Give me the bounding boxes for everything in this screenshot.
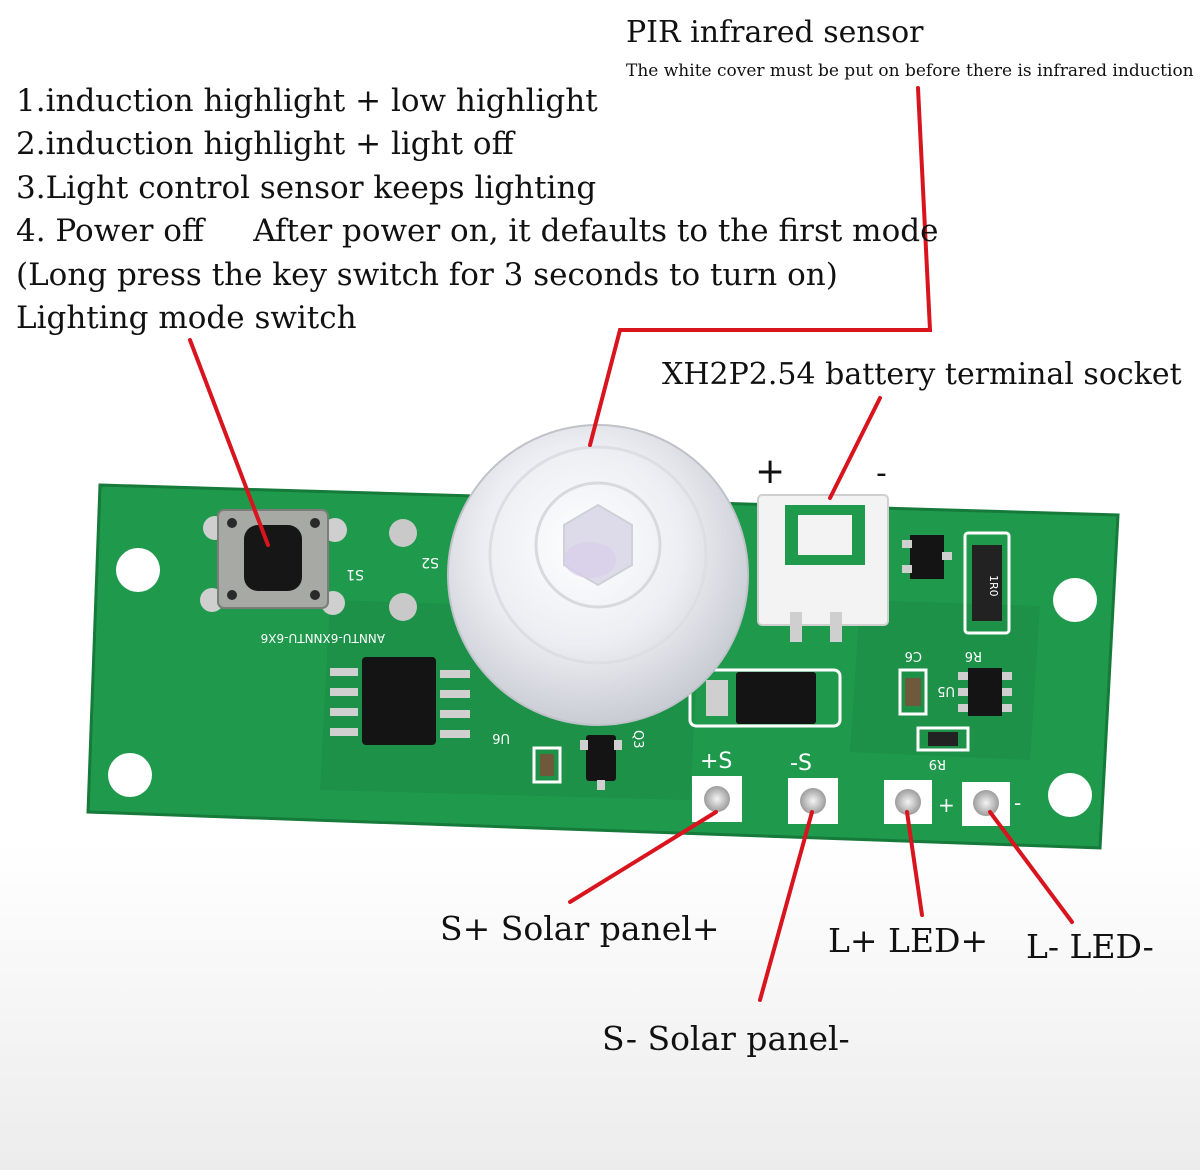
power-mosfet — [688, 668, 842, 728]
mounting-hole — [116, 548, 160, 592]
battery-socket-label: XH2P2.54 battery terminal socket — [662, 357, 1182, 392]
pir-title: PIR infrared sensor — [626, 15, 924, 50]
silk-s1: S1 — [346, 566, 364, 582]
via — [389, 593, 417, 621]
mounting-hole — [1048, 773, 1092, 817]
switch-button — [244, 525, 302, 591]
mode-note: (Long press the key switch for 3 seconds… — [16, 257, 838, 293]
capacitor-c6 — [898, 668, 928, 716]
sot23-component — [902, 535, 952, 579]
silk-s2: S2 — [421, 554, 439, 570]
battery-minus-mark: - — [876, 456, 887, 491]
leader-pir — [588, 86, 933, 447]
svg-text:1R0: 1R0 — [987, 575, 1000, 597]
leader-battery — [828, 396, 882, 500]
transistor-q3 — [580, 735, 622, 790]
mounting-hole — [1053, 578, 1097, 622]
pcb-trace-shading — [850, 600, 1040, 760]
pad-s-minus-hole — [800, 788, 826, 814]
silk-q3: Q3 — [630, 730, 645, 749]
capacitor-c6-body — [905, 678, 921, 706]
mode-3: 3.Light control sensor keeps lighting — [16, 170, 597, 206]
sot23-6-component — [958, 668, 1012, 716]
resistor-r9 — [916, 726, 970, 752]
silk-pad-l-minus: - — [1014, 791, 1021, 815]
silk-u5: U5 — [937, 683, 955, 698]
s-minus-label: S- Solar panel- — [602, 1019, 850, 1058]
silk-pad-s-plus: +S — [700, 749, 732, 774]
silk-r9: R9 — [929, 756, 946, 771]
pad-l-minus-hole — [973, 790, 999, 816]
l-minus-label: L- LED- — [1026, 927, 1154, 966]
pad-s-plus-hole — [704, 786, 730, 812]
leader-l-minus — [988, 810, 1074, 924]
leader-s-minus — [758, 810, 814, 1002]
leader-l-plus — [905, 810, 924, 917]
switch-label: Lighting mode switch — [16, 300, 357, 336]
leader-s-plus — [568, 810, 718, 904]
tactile-switch — [200, 509, 347, 615]
l-plus-label: L+ LED+ — [828, 921, 989, 960]
silk-pad-l-plus: + — [938, 793, 955, 817]
pir-dome — [447, 424, 749, 726]
pir-note: The white cover must be put on before th… — [626, 61, 1194, 81]
battery-plus-mark: + — [755, 451, 785, 492]
silk-u6: U6 — [492, 730, 510, 745]
resistor-r9-body — [928, 732, 958, 746]
mode-4: 4. Power off After power on, it defaults… — [16, 213, 939, 249]
s-plus-label: S+ Solar panel+ — [440, 909, 720, 948]
pad-l-plus-hole — [895, 789, 921, 815]
mode-2: 2.induction highlight + light off — [16, 126, 514, 162]
silk-pad-s-minus: -S — [790, 751, 812, 776]
mounting-hole — [108, 753, 152, 797]
resistor-1r0: 1R0 — [963, 531, 1011, 635]
via — [389, 519, 417, 547]
silk-r6: R6 — [965, 648, 982, 663]
soic8-chip — [330, 657, 470, 745]
silk-c6: C6 — [905, 648, 922, 663]
mode-1: 1.induction highlight + low highlight — [16, 83, 598, 119]
battery-connector — [757, 494, 889, 642]
capacitor — [532, 746, 562, 784]
capacitor-body — [540, 754, 554, 776]
leader-switch — [188, 338, 270, 547]
silk-part-code: ANNTU-6XNNTU-6X6 — [261, 631, 385, 645]
